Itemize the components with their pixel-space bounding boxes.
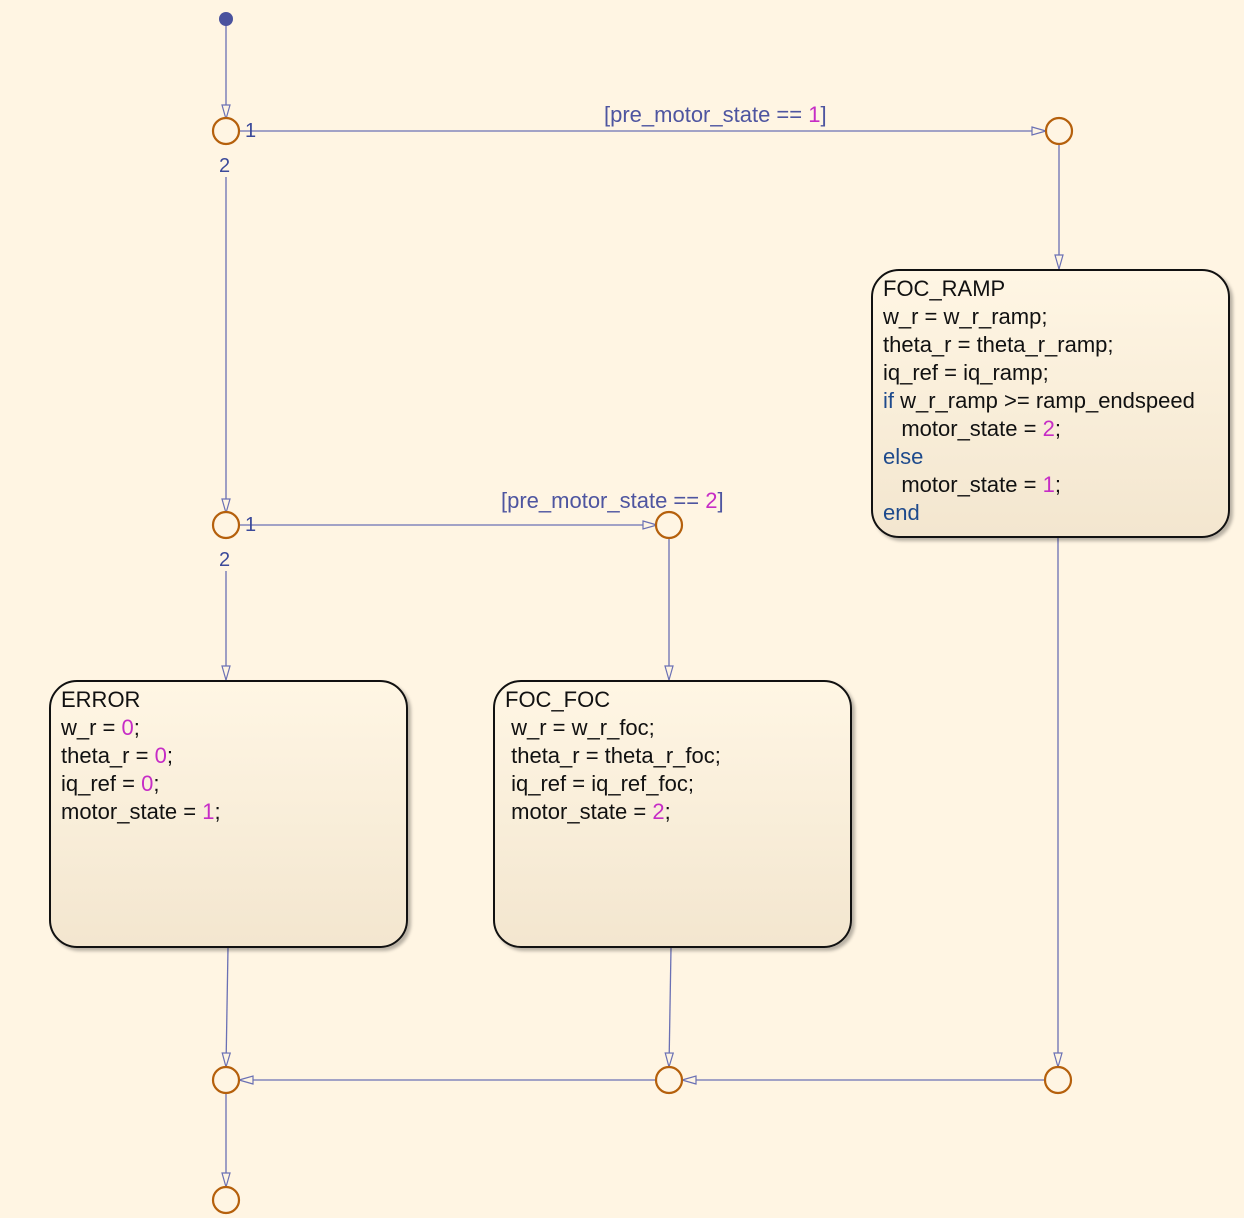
action-line: w_r = w_r_ramp; [883, 303, 1218, 331]
state-name: FOC_FOC [505, 687, 611, 712]
number-literal: 0 [154, 743, 167, 768]
action-line: motor_state = 1; [883, 471, 1218, 499]
keyword: end [883, 500, 920, 525]
state-error[interactable]: ERROR w_r = 0;theta_r = 0;iq_ref = 0;mot… [49, 680, 408, 948]
action-line: motor_state = 1; [61, 798, 396, 826]
action-line: w_r = 0; [61, 714, 396, 742]
code-tail: ; [1054, 472, 1061, 497]
action-line: end [883, 499, 1218, 527]
action-line: motor_state = 2; [505, 798, 840, 826]
junction-foc-entry[interactable] [654, 510, 684, 540]
code-text: motor_state = [505, 799, 653, 824]
code-tail: ; [1054, 416, 1061, 441]
code-text: iq_ref = [61, 771, 142, 796]
execution-order: 1 [245, 120, 257, 142]
junction-merge-left[interactable] [211, 1065, 241, 1095]
action-line: motor_state = 2; [883, 415, 1218, 443]
code-text: w_r = w_r_ramp; [883, 304, 1048, 329]
junction-ramp-entry[interactable] [1044, 116, 1074, 146]
label-prefix: [pre_motor_state == [501, 488, 706, 513]
action-line: iq_ref = 0; [61, 770, 396, 798]
label-suffix: ] [717, 488, 724, 513]
number-literal: 0 [141, 771, 154, 796]
keyword: if [883, 388, 894, 413]
execution-order: 2 [219, 155, 231, 177]
execution-order: 1 [245, 514, 257, 536]
action-line: if w_r_ramp >= ramp_endspeed [883, 387, 1218, 415]
transition-foc-foc-exit[interactable] [669, 947, 671, 1067]
code-text: iq_ref = iq_ref_foc; [505, 771, 694, 796]
number-literal: 1 [1042, 472, 1055, 497]
junction-1[interactable] [211, 116, 241, 146]
label-suffix: ] [820, 102, 827, 127]
code-tail: ; [133, 715, 140, 740]
code-text: iq_ref = iq_ramp; [883, 360, 1049, 385]
action-line: theta_r = theta_r_foc; [505, 742, 840, 770]
code-text: theta_r = theta_r_ramp; [883, 332, 1114, 357]
action-line: iq_ref = iq_ramp; [883, 359, 1218, 387]
keyword: else [883, 444, 924, 469]
code-text: theta_r = theta_r_foc; [505, 743, 721, 768]
action-line: theta_r = theta_r_ramp; [883, 331, 1218, 359]
code-tail: ; [664, 799, 671, 824]
transition-error-exit[interactable] [226, 947, 228, 1067]
code-tail: ; [214, 799, 221, 824]
code-text: theta_r = [61, 743, 155, 768]
action-line: else [883, 443, 1218, 471]
code-tail: ; [166, 743, 173, 768]
code-tail: ; [153, 771, 160, 796]
action-line: iq_ref = iq_ref_foc; [505, 770, 840, 798]
number-literal: 2 [652, 799, 665, 824]
action-line: w_r = w_r_foc; [505, 714, 840, 742]
junction-merge-right[interactable] [1043, 1065, 1073, 1095]
code-text: motor_state = [883, 472, 1043, 497]
code-text: motor_state = [883, 416, 1043, 441]
state-name: ERROR [61, 687, 141, 712]
number-literal: 0 [121, 715, 134, 740]
transition-label-1[interactable]: [pre_motor_state == 1] [604, 102, 827, 128]
junction-terminal[interactable] [211, 1185, 241, 1215]
action-line: theta_r = 0; [61, 742, 396, 770]
number-literal: 2 [1042, 416, 1055, 441]
junction-2[interactable] [211, 510, 241, 540]
transition-label-2[interactable]: [pre_motor_state == 2] [501, 488, 724, 514]
state-actions: w_r = w_r_ramp; theta_r = theta_r_ramp;iq… [883, 303, 1218, 527]
label-value: 2 [705, 488, 718, 513]
code-text: w_r = [61, 715, 122, 740]
state-actions: w_r = 0;theta_r = 0;iq_ref = 0;motor_sta… [61, 714, 396, 826]
label-value: 1 [808, 102, 821, 127]
default-transition-dot [219, 12, 233, 26]
code-text: motor_state = [61, 799, 203, 824]
code-text: w_r_ramp >= ramp_endspeed [894, 388, 1195, 413]
execution-order: 2 [219, 549, 231, 571]
state-actions: w_r = w_r_foc; theta_r = theta_r_foc; iq… [505, 714, 840, 826]
state-foc-foc[interactable]: FOC_FOC w_r = w_r_foc; theta_r = theta_r… [493, 680, 852, 948]
number-literal: 1 [202, 799, 215, 824]
label-prefix: [pre_motor_state == [604, 102, 809, 127]
junction-merge-mid[interactable] [654, 1065, 684, 1095]
state-name: FOC_RAMP [883, 276, 1006, 301]
code-text: w_r = w_r_foc; [505, 715, 655, 740]
state-foc-ramp[interactable]: FOC_RAMP w_r = w_r_ramp; theta_r = theta_… [871, 269, 1230, 538]
